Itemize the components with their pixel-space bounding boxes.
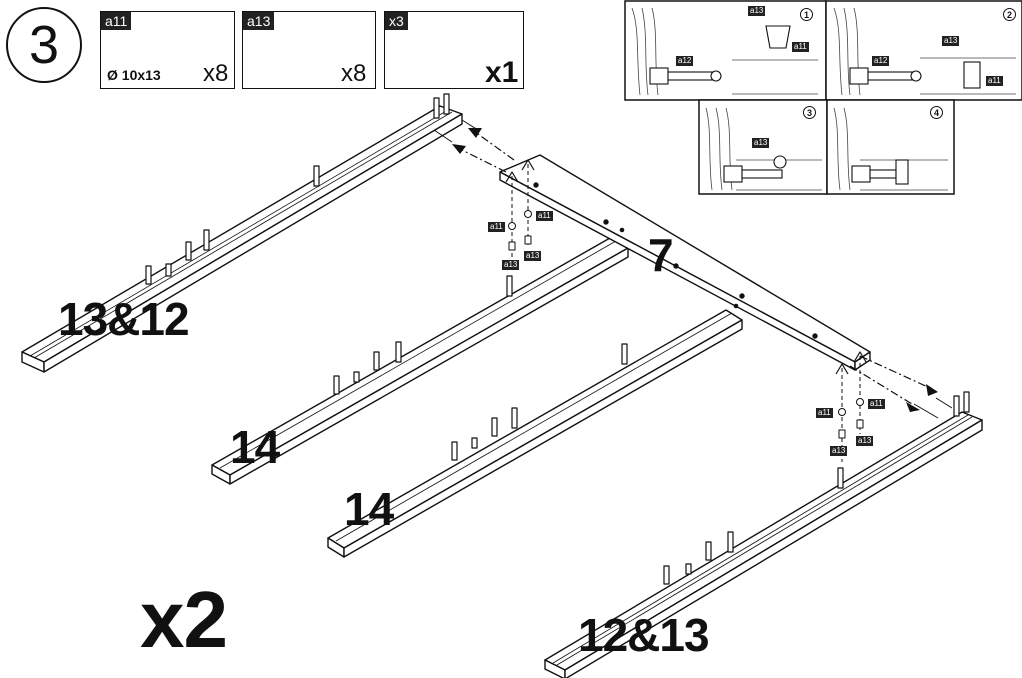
part-box-hex-key: x3 x1 <box>384 11 524 89</box>
label-multiplier: x2 <box>140 575 228 664</box>
guide-arrow-chevrons <box>505 159 867 375</box>
small-fittings <box>508 210 864 439</box>
detail-1-tag-a13: a13 <box>748 6 766 16</box>
rail-13-12 <box>21 105 463 373</box>
dowels <box>145 93 970 585</box>
detail-2-tag-a12: a12 <box>872 56 890 66</box>
detail-1-tag-a11: a11 <box>792 42 809 52</box>
callout-a13-3: a13 <box>830 446 848 456</box>
detail-1-number: 1 <box>800 8 813 21</box>
part-quantity-hex-key: x1 <box>485 56 519 89</box>
detail-4-number: 4 <box>930 106 943 119</box>
step-number: 3 <box>6 7 82 83</box>
callout-a13-1: a13 <box>502 260 520 270</box>
part-box-a13: a13 x8 <box>242 11 376 89</box>
detail-2-tag-a11: a11 <box>986 76 1003 86</box>
callout-a13-2: a13 <box>524 251 542 261</box>
arrow-heads <box>452 128 938 412</box>
part-dimension-a11: Ø 10x13 <box>107 67 161 83</box>
callout-a11-4: a11 <box>868 399 885 409</box>
callout-a11-1: a11 <box>488 222 505 232</box>
board-7 <box>499 154 871 371</box>
part-quantity-a13: x8 <box>341 60 367 87</box>
label-rail-14-upper: 14 <box>230 421 280 473</box>
callout-a11-3: a11 <box>816 408 833 418</box>
part-tag-a11: a11 <box>101 12 132 30</box>
part-quantity-a11: x8 <box>203 60 229 87</box>
detail-2-number: 2 <box>1003 8 1016 21</box>
part-tag-x3: x3 <box>385 12 408 30</box>
detail-2-tag-a13: a13 <box>942 36 960 46</box>
label-rail-12-13: 12&13 <box>578 609 710 661</box>
label-rail-13-12: 13&12 <box>58 293 190 345</box>
callout-a11-2: a11 <box>536 211 553 221</box>
part-tag-a13: a13 <box>243 12 275 30</box>
detail-hardware <box>649 25 981 185</box>
rail-14-lower <box>327 309 743 558</box>
label-board-7: 7 <box>648 229 674 281</box>
rail-14-upper <box>211 237 629 485</box>
detail-3-tag-a13: a13 <box>752 138 770 148</box>
detail-1-tag-a12: a12 <box>676 56 694 66</box>
part-box-a11: a11 Ø 10x13 x8 <box>100 11 235 89</box>
label-rail-14-lower: 14 <box>344 483 394 535</box>
rail-12-13 <box>544 411 983 678</box>
callout-a13-4: a13 <box>856 436 874 446</box>
detail-3-number: 3 <box>803 106 816 119</box>
